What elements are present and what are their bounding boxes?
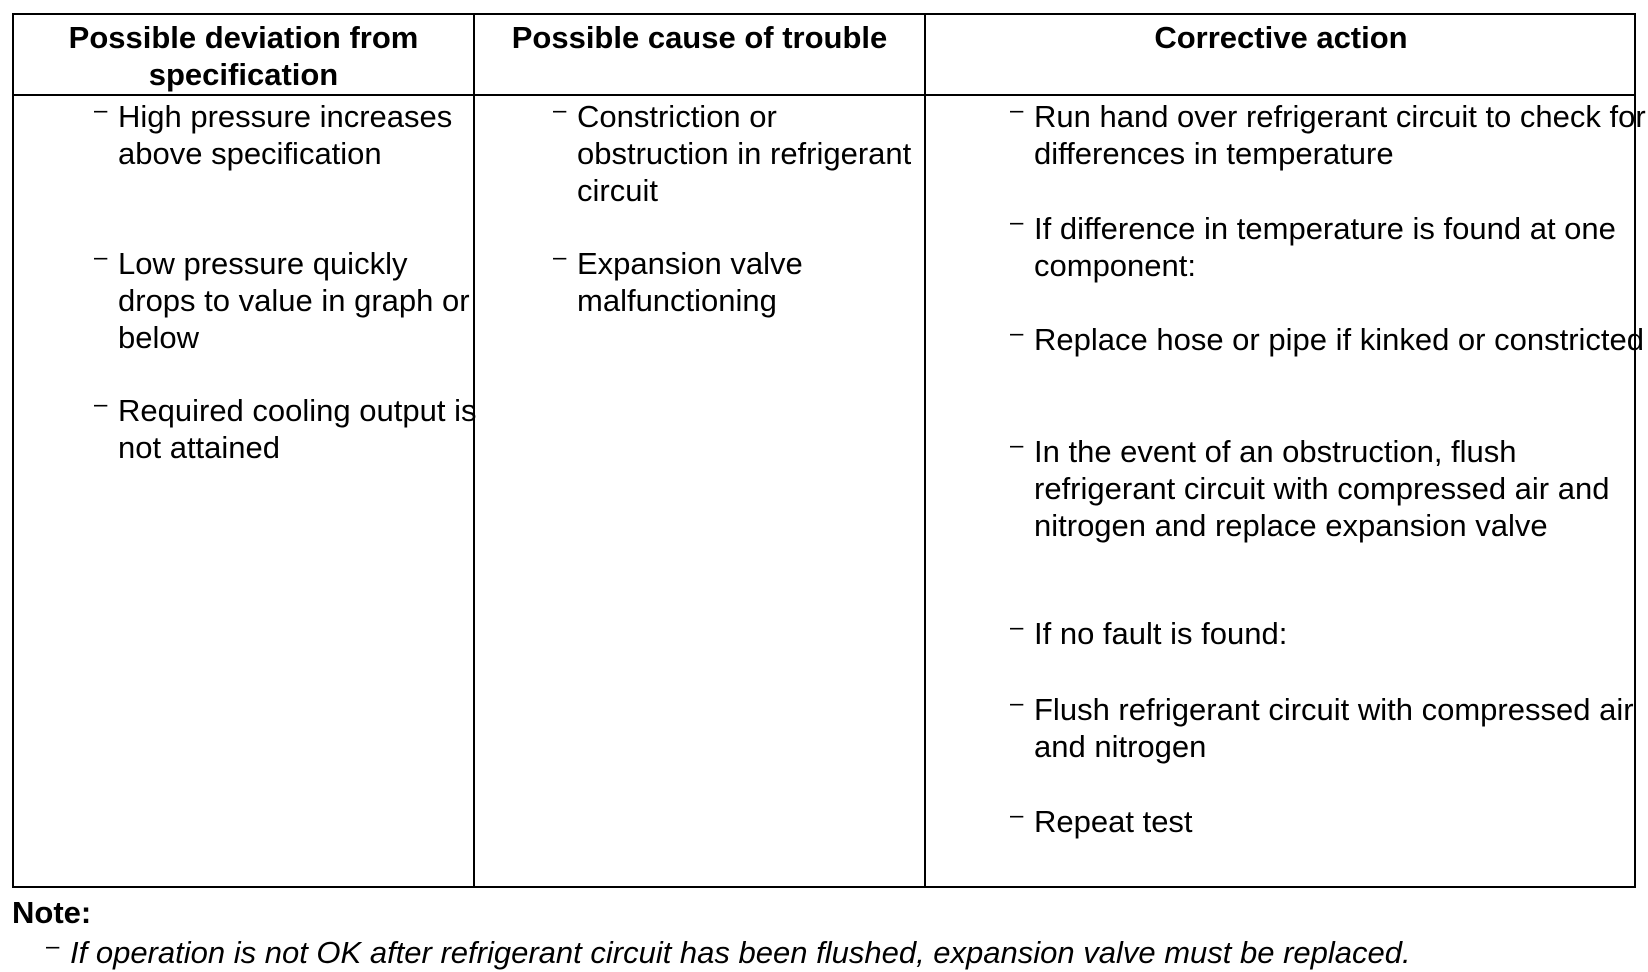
- note-title: Note:: [12, 895, 92, 930]
- header-cause: Possible cause of trouble: [475, 15, 924, 96]
- action-item: Flush refrigerant circuit with compresse…: [1010, 685, 1648, 765]
- action-item: Replace hose or pipe if kinked or constr…: [1010, 315, 1648, 358]
- header-action: Corrective action: [926, 15, 1636, 96]
- note-text: If operation is not OK after refrigerant…: [46, 928, 1411, 971]
- action-item: If difference in temperature is found at…: [1010, 204, 1648, 284]
- deviation-item: Low pressure quickly drops to value in g…: [94, 239, 488, 356]
- action-item: If no fault is found:: [1010, 609, 1648, 652]
- header-deviation: Possible deviation from specification: [14, 15, 473, 96]
- deviation-column: Possible deviation from specification Hi…: [14, 15, 476, 886]
- action-item: Repeat test: [1010, 797, 1648, 840]
- deviation-item: High pressure increases above specificat…: [94, 92, 488, 172]
- cause-column: Possible cause of trouble Constriction o…: [475, 15, 926, 886]
- troubleshooting-table: Possible deviation from specification Hi…: [12, 13, 1646, 888]
- action-item: Run hand over refrigerant circuit to che…: [1010, 92, 1648, 172]
- action-item: In the event of an obstruction, flush re…: [1010, 427, 1648, 544]
- cause-item: Expansion valve malfunctioning: [553, 239, 937, 319]
- deviation-item: Required cooling output is not attained: [94, 386, 488, 466]
- action-column: Corrective action Run hand over refriger…: [926, 15, 1646, 886]
- cause-item: Constriction or obstruction in refrigera…: [553, 92, 937, 209]
